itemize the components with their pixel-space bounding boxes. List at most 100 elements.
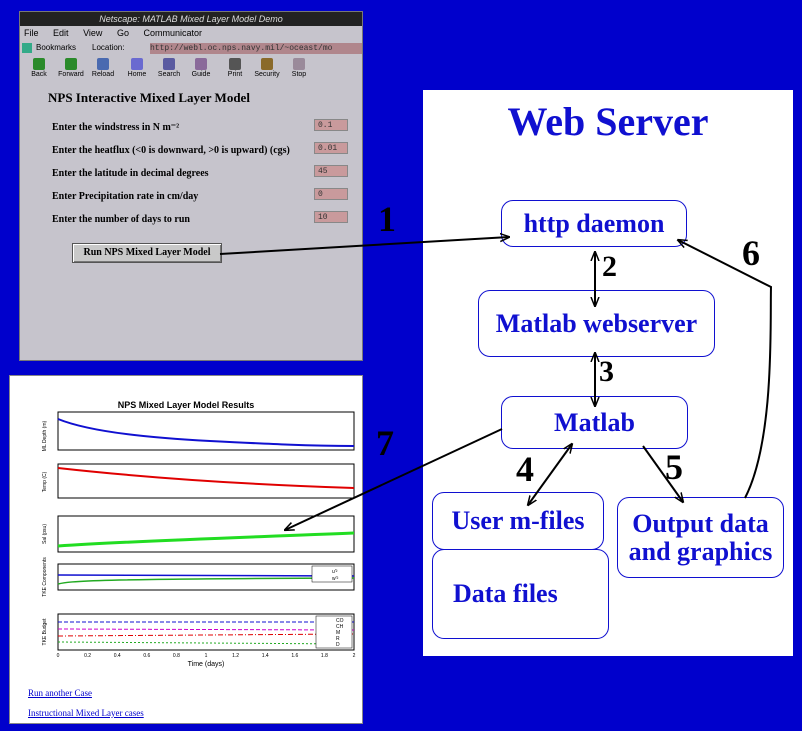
x-tick-label: 1.6: [291, 653, 298, 659]
forward-arrow-icon: [65, 58, 77, 70]
x-axis-label: Time (days): [188, 661, 225, 668]
days-input[interactable]: 10: [314, 211, 348, 223]
form-title: NPS Interactive Mixed Layer Model: [48, 90, 250, 105]
results-plots: ML Depth (m) Temp (C) Sal (psu) u'² w'² …: [42, 411, 356, 668]
panel-ylabel: ML Depth (m): [42, 420, 48, 451]
heatflux-label: Enter the heatflux (<0 is downward, >0 i…: [52, 145, 290, 156]
reload-button[interactable]: Reload: [90, 58, 116, 78]
panel-tke-budget: CO CH M R D TKE Budget: [42, 613, 355, 651]
reload-icon: [97, 58, 109, 70]
x-tick-label: 2: [353, 653, 356, 659]
tke-w-series: [57, 577, 355, 585]
home-button[interactable]: Home: [124, 58, 150, 78]
legend-item: u'²: [332, 569, 338, 575]
x-tick-label: 0.8: [173, 653, 180, 659]
step-6-label: 6: [742, 233, 760, 273]
panel-frame: [57, 563, 355, 591]
latitude-label: Enter the latitude in decimal degrees: [52, 168, 209, 179]
back-arrow-icon: [33, 58, 45, 70]
menu-file[interactable]: File: [24, 28, 39, 38]
legend-item: M: [336, 630, 340, 636]
print-button[interactable]: Print: [222, 58, 248, 78]
arrow-4: [528, 444, 572, 505]
location-input[interactable]: http://webl.oc.nps.navy.mil/~oceast/mo: [150, 43, 362, 54]
user-mfiles-box: User m-files: [432, 492, 604, 550]
search-button[interactable]: Search: [156, 58, 182, 78]
menu-communicator[interactable]: Communicator: [143, 28, 202, 38]
x-tick-label: 1.2: [232, 653, 239, 659]
step-3-label: 3: [599, 355, 614, 388]
back-button[interactable]: Back: [26, 58, 52, 78]
results-page: NPS Mixed Layer Model Results ML Depth (…: [9, 375, 363, 724]
location-bar: Bookmarks Location: http://webl.oc.nps.n…: [20, 42, 362, 56]
panel-ylabel: TKE Budget: [42, 618, 48, 646]
results-title: NPS Mixed Layer Model Results: [117, 400, 255, 410]
panel-frame: [57, 411, 355, 451]
r-series: [57, 641, 355, 645]
panel-frame: [57, 613, 355, 651]
print-icon: [229, 58, 241, 70]
days-label: Enter the number of days to run: [52, 214, 190, 225]
panel-ylabel: Temp (C): [42, 471, 48, 492]
search-icon: [163, 58, 175, 70]
home-icon: [131, 58, 143, 70]
sal-series: [57, 531, 355, 548]
bookmarks-label[interactable]: Bookmarks: [36, 43, 77, 52]
arrow-7: [285, 428, 503, 530]
x-tick-label: 1.4: [262, 653, 269, 659]
data-files-box: Data files: [432, 549, 609, 639]
arrow-6: [678, 240, 773, 499]
heatflux-input[interactable]: 0.01: [314, 142, 348, 154]
forward-button[interactable]: Forward: [58, 58, 84, 78]
output-data-box: Output data and graphics: [617, 497, 784, 578]
panel-ylabel: Sal (psu): [42, 524, 48, 544]
bookmark-icon[interactable]: [22, 43, 32, 53]
panel-sal: Sal (psu): [42, 515, 355, 553]
legend-item: w'²: [332, 576, 339, 582]
location-label: Location:: [92, 43, 125, 52]
guide-button[interactable]: Guide: [188, 58, 214, 78]
tke-u-series: [57, 574, 355, 577]
security-button[interactable]: Security: [254, 58, 280, 78]
ch-series: [57, 628, 355, 631]
menu-bar: File Edit View Go Communicator: [20, 28, 362, 40]
legend-item: CH: [336, 624, 344, 630]
guide-icon: [195, 58, 207, 70]
x-tick-label: 1.8: [321, 653, 328, 659]
lock-icon: [261, 58, 273, 70]
menu-view[interactable]: View: [83, 28, 103, 38]
panel-temp: Temp (C): [42, 463, 355, 499]
window-title: Netscape: MATLAB Mixed Layer Model Demo: [20, 12, 362, 26]
step-2-label: 2: [602, 250, 617, 283]
stop-icon: [293, 58, 305, 70]
x-tick-label: 0: [57, 653, 60, 659]
legend-item: R: [336, 636, 340, 642]
run-model-button[interactable]: Run NPS Mixed Layer Model: [72, 243, 222, 263]
step-1-label: 1: [378, 199, 396, 239]
legend-box: [315, 615, 353, 649]
legend-item: CO: [336, 618, 344, 624]
step-4-label: 4: [516, 449, 534, 489]
arrow-5: [642, 445, 683, 502]
precipitation-input[interactable]: 0: [314, 188, 348, 200]
ml-depth-series: [57, 418, 355, 447]
x-tick-label: 0.6: [143, 653, 150, 659]
run-another-case-link[interactable]: Run another Case: [28, 688, 92, 698]
browser-window: Netscape: MATLAB Mixed Layer Model Demo …: [19, 11, 363, 361]
arrow-1: [219, 237, 509, 255]
http-daemon-box: http daemon: [501, 200, 687, 247]
x-tick-label: 1: [205, 653, 208, 659]
windstress-input[interactable]: 0.1: [314, 119, 348, 131]
step-7-label: 7: [376, 423, 394, 463]
latitude-input[interactable]: 45: [314, 165, 348, 177]
menu-go[interactable]: Go: [116, 28, 129, 38]
instructional-cases-link[interactable]: Instructional Mixed Layer cases: [28, 708, 144, 718]
menu-edit[interactable]: Edit: [53, 28, 69, 38]
legend-box: [311, 565, 353, 583]
stop-button[interactable]: Stop: [286, 58, 312, 78]
panel-ylabel: TKE Components: [42, 557, 48, 597]
panel-tke-components: u'² w'² TKE Components: [42, 557, 355, 597]
panel-ml-depth: ML Depth (m): [42, 411, 355, 451]
